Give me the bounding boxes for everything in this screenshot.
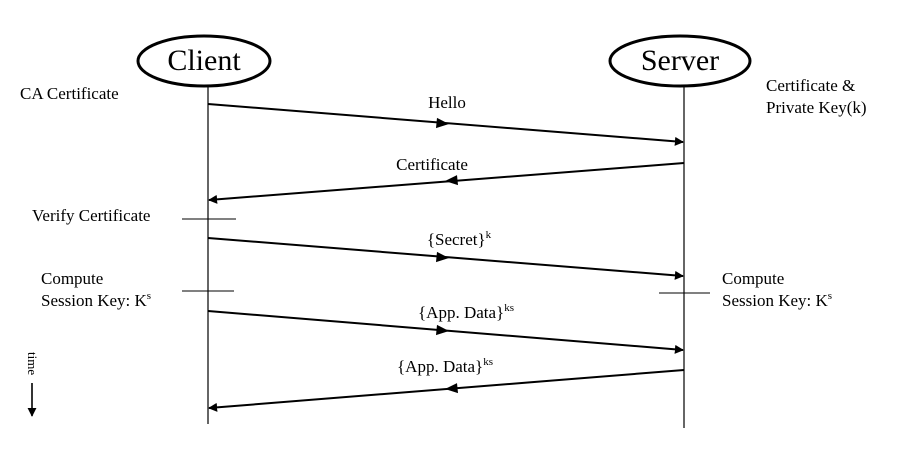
client-ca-certificate-note: CA Certificate [20, 84, 119, 103]
message-app-data-to-client-label: {App. Data}ks [397, 356, 493, 376]
server-cert-note-line1: Certificate & [766, 76, 855, 95]
server-cert-note-line2: Private Key(k) [766, 98, 867, 117]
message-certificate-label: Certificate [396, 155, 468, 174]
message-certificate: Certificate [208, 155, 685, 204]
server-compute-line2: Session Key: Ks [722, 290, 832, 310]
client-ellipse [136, 34, 272, 88]
message-certificate-midhead [445, 175, 458, 186]
message-app-data-to-server-label: {App. Data}ks [418, 302, 514, 322]
server-compute-text: Session Key: K [722, 291, 829, 310]
message-app-data-to-server-midhead [436, 324, 449, 336]
message-app-data-to-client-midhead [445, 383, 458, 394]
message-app-data-to-client: {App. Data}ks [208, 356, 685, 412]
message-hello-label: Hello [428, 93, 466, 112]
server-ellipse [608, 34, 752, 88]
client-name: Client [167, 44, 241, 77]
server-compute-line1: Compute [722, 269, 784, 288]
message-secret-label: {Secret}k [427, 229, 492, 249]
client-key-sup: s [147, 290, 151, 302]
client-actor: Client [136, 34, 272, 88]
message-hello: Hello [207, 93, 684, 146]
message-certificate-arrow [208, 162, 685, 204]
client-compute-line1: Compute [41, 269, 103, 288]
time-axis: time [25, 352, 40, 417]
message-secret: {Secret}k [207, 229, 684, 280]
server-name: Server [641, 44, 719, 77]
client-compute-text: Session Key: K [41, 291, 148, 310]
time-label: time [25, 352, 40, 375]
server-actor: Server [608, 34, 752, 88]
message-hello-midhead [436, 117, 449, 129]
verify-certificate-note: Verify Certificate [32, 206, 150, 225]
message-app-data-to-server: {App. Data}ks [207, 302, 684, 354]
client-compute-line2: Session Key: Ks [41, 290, 151, 310]
server-key-sup: s [828, 290, 832, 302]
message-secret-midhead [436, 251, 449, 263]
